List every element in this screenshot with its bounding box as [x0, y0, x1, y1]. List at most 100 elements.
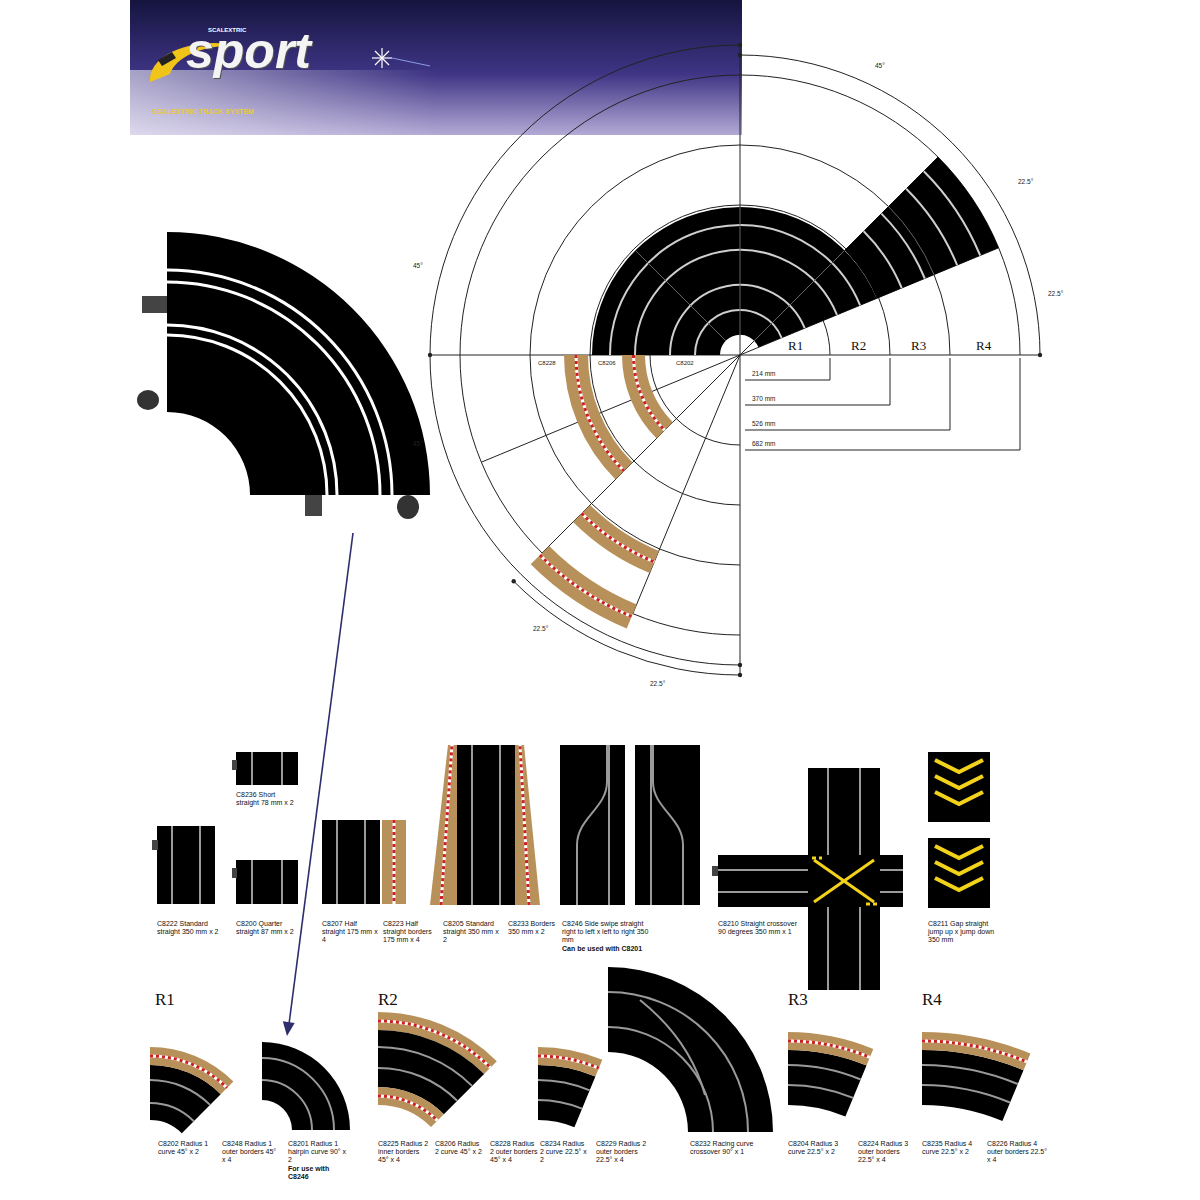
- label-slot: C8211 Gap straight jump up x jump down 3…: [928, 920, 1000, 944]
- angle-label: 22.5°: [1018, 178, 1033, 185]
- label-slot: 22.5°: [1048, 290, 1063, 297]
- label-slot: C8202: [676, 360, 694, 367]
- label-slot: R1: [155, 990, 175, 1010]
- part-code: C8202: [676, 360, 694, 367]
- label-slot: 682 mm: [752, 440, 775, 447]
- part-code: C8206: [598, 360, 616, 367]
- label-slot: C8225 Radius 2 inner borders 45° x 4: [378, 1140, 430, 1164]
- part-caption: C8205 Standard straight 350 mm x 2: [443, 920, 503, 944]
- part-caption: C8232 Racing curve crossover 90° x 1: [690, 1140, 754, 1156]
- label-slot: C8228 Radius 2 outer borders 45° x 4: [490, 1140, 538, 1164]
- part-note: For use with C8246: [288, 1165, 348, 1181]
- label-slot: C8236 Short straight 78 mm x 2: [236, 791, 298, 807]
- radius-name: R1: [788, 339, 803, 354]
- part-caption: C8235 Radius 4 curve 22.5° x 2: [922, 1140, 982, 1156]
- label-slot: C8222 Standard straight 350 mm x 2: [157, 920, 227, 936]
- part-caption: C8200 Quarter straight 87 mm x 2: [236, 920, 296, 936]
- angle-label: 45°: [875, 62, 885, 69]
- part-caption: C8225 Radius 2 inner borders 45° x 4: [378, 1140, 430, 1164]
- angle-label: 45°: [413, 440, 423, 447]
- label-slot: R4: [976, 339, 991, 354]
- radius-heading: R1: [155, 990, 175, 1010]
- curved-track-pieces: [150, 967, 1030, 1133]
- label-slot: C8232 Racing curve crossover 90° x 1: [690, 1140, 754, 1156]
- label-slot: C8200 Quarter straight 87 mm x 2: [236, 920, 296, 936]
- label-slot: SCALEXTRIC TRACK SYSTEM: [152, 108, 254, 116]
- label-slot: Can be used with C8201: [562, 945, 657, 953]
- label-slot: C8224 Radius 3 outer borders 22.5° x 4: [858, 1140, 914, 1164]
- radius-heading: R4: [922, 990, 942, 1010]
- radius-name: R4: [976, 339, 991, 354]
- part-caption: C8228 Radius 2 outer borders 45° x 4: [490, 1140, 538, 1164]
- radius-name: R2: [851, 339, 866, 354]
- dimension-label: 682 mm: [752, 440, 775, 447]
- part-caption: C8204 Radius 3 curve 22.5° x 2: [788, 1140, 848, 1156]
- label-slot: For use with C8246: [288, 1165, 348, 1181]
- part-caption: C8246 Side swipe straight right to left …: [562, 920, 657, 944]
- label-slot: C8233 Borders 350 mm x 2: [508, 920, 558, 936]
- hairpin-track-large: [137, 232, 430, 519]
- part-caption: C8207 Half straight 175 mm x 4: [322, 920, 380, 944]
- straight-track-pieces: [152, 745, 990, 990]
- label-slot: C8248 Radius 1 outer borders 45° x 4: [222, 1140, 278, 1164]
- subtitle: SCALEXTRIC TRACK SYSTEM: [152, 108, 254, 116]
- part-caption: C8248 Radius 1 outer borders 45° x 4: [222, 1140, 278, 1164]
- label-slot: sport: [186, 26, 311, 76]
- part-caption: C8201 Radius 1 hairpin curve 90° x 2: [288, 1140, 348, 1164]
- label-slot: C8201 Radius 1 hairpin curve 90° x 2: [288, 1140, 348, 1164]
- part-caption: C8226 Radius 4 outer borders 22.5° x 4: [987, 1140, 1047, 1164]
- label-slot: 45°: [413, 440, 423, 447]
- label-slot: 45°: [875, 62, 885, 69]
- part-code: C8228: [538, 360, 556, 367]
- part-caption: C8223 Half straight borders 175 mm x 4: [383, 920, 441, 944]
- part-caption: C8234 Radius 2 curve 22.5° x 2: [540, 1140, 590, 1164]
- label-slot: R4: [922, 990, 942, 1010]
- label-slot: C8235 Radius 4 curve 22.5° x 2: [922, 1140, 982, 1156]
- label-slot: C8229 Radius 2 outer borders 22.5° x 4: [596, 1140, 650, 1164]
- radius-diagram: [428, 43, 1042, 677]
- label-slot: C8206: [598, 360, 616, 367]
- label-slot: R3: [788, 990, 808, 1010]
- header-banner: [130, 0, 742, 135]
- label-slot: C8226 Radius 4 outer borders 22.5° x 4: [987, 1140, 1047, 1164]
- dimension-label: 370 mm: [752, 395, 775, 402]
- label-slot: C8228: [538, 360, 556, 367]
- part-caption: C8224 Radius 3 outer borders 22.5° x 4: [858, 1140, 914, 1164]
- dimension-label: 214 mm: [752, 370, 775, 377]
- label-slot: C8206 Radius 2 curve 45° x 2: [435, 1140, 485, 1156]
- label-slot: C8234 Radius 2 curve 22.5° x 2: [540, 1140, 590, 1164]
- part-caption: C8211 Gap straight jump up x jump down 3…: [928, 920, 1000, 944]
- label-slot: 22.5°: [650, 680, 665, 687]
- label-slot: C8246 Side swipe straight right to left …: [562, 920, 657, 944]
- label-slot: 214 mm: [752, 370, 775, 377]
- label-slot: C8210 Straight crossover 90 degrees 350 …: [718, 920, 802, 936]
- angle-label: 22.5°: [1048, 290, 1063, 297]
- radius-heading: R2: [378, 990, 398, 1010]
- part-caption: C8222 Standard straight 350 mm x 2: [157, 920, 227, 936]
- part-note: Can be used with C8201: [562, 945, 657, 953]
- label-slot: R3: [911, 339, 926, 354]
- label-slot: 45°: [413, 262, 423, 269]
- label-slot: C8202 Radius 1 curve 45° x 2: [158, 1140, 218, 1156]
- dimension-label: 526 mm: [752, 420, 775, 427]
- part-caption: C8229 Radius 2 outer borders 22.5° x 4: [596, 1140, 650, 1164]
- part-caption: C8206 Radius 2 curve 45° x 2: [435, 1140, 485, 1156]
- label-slot: C8204 Radius 3 curve 22.5° x 2: [788, 1140, 848, 1156]
- label-slot: C8223 Half straight borders 175 mm x 4: [383, 920, 441, 944]
- label-slot: C8205 Standard straight 350 mm x 2: [443, 920, 503, 944]
- label-slot: R2: [378, 990, 398, 1010]
- angle-label: 22.5°: [650, 680, 665, 687]
- angle-label: 45°: [413, 262, 423, 269]
- radius-heading: R3: [788, 990, 808, 1010]
- label-slot: C8207 Half straight 175 mm x 4: [322, 920, 380, 944]
- logo-text: sport: [186, 26, 311, 76]
- label-slot: R2: [851, 339, 866, 354]
- label-slot: 22.5°: [1018, 178, 1033, 185]
- label-slot: 526 mm: [752, 420, 775, 427]
- part-caption: C8210 Straight crossover 90 degrees 350 …: [718, 920, 802, 936]
- angle-label: 22.5°: [533, 625, 548, 632]
- label-slot: R1: [788, 339, 803, 354]
- part-caption: C8202 Radius 1 curve 45° x 2: [158, 1140, 218, 1156]
- radius-name: R3: [911, 339, 926, 354]
